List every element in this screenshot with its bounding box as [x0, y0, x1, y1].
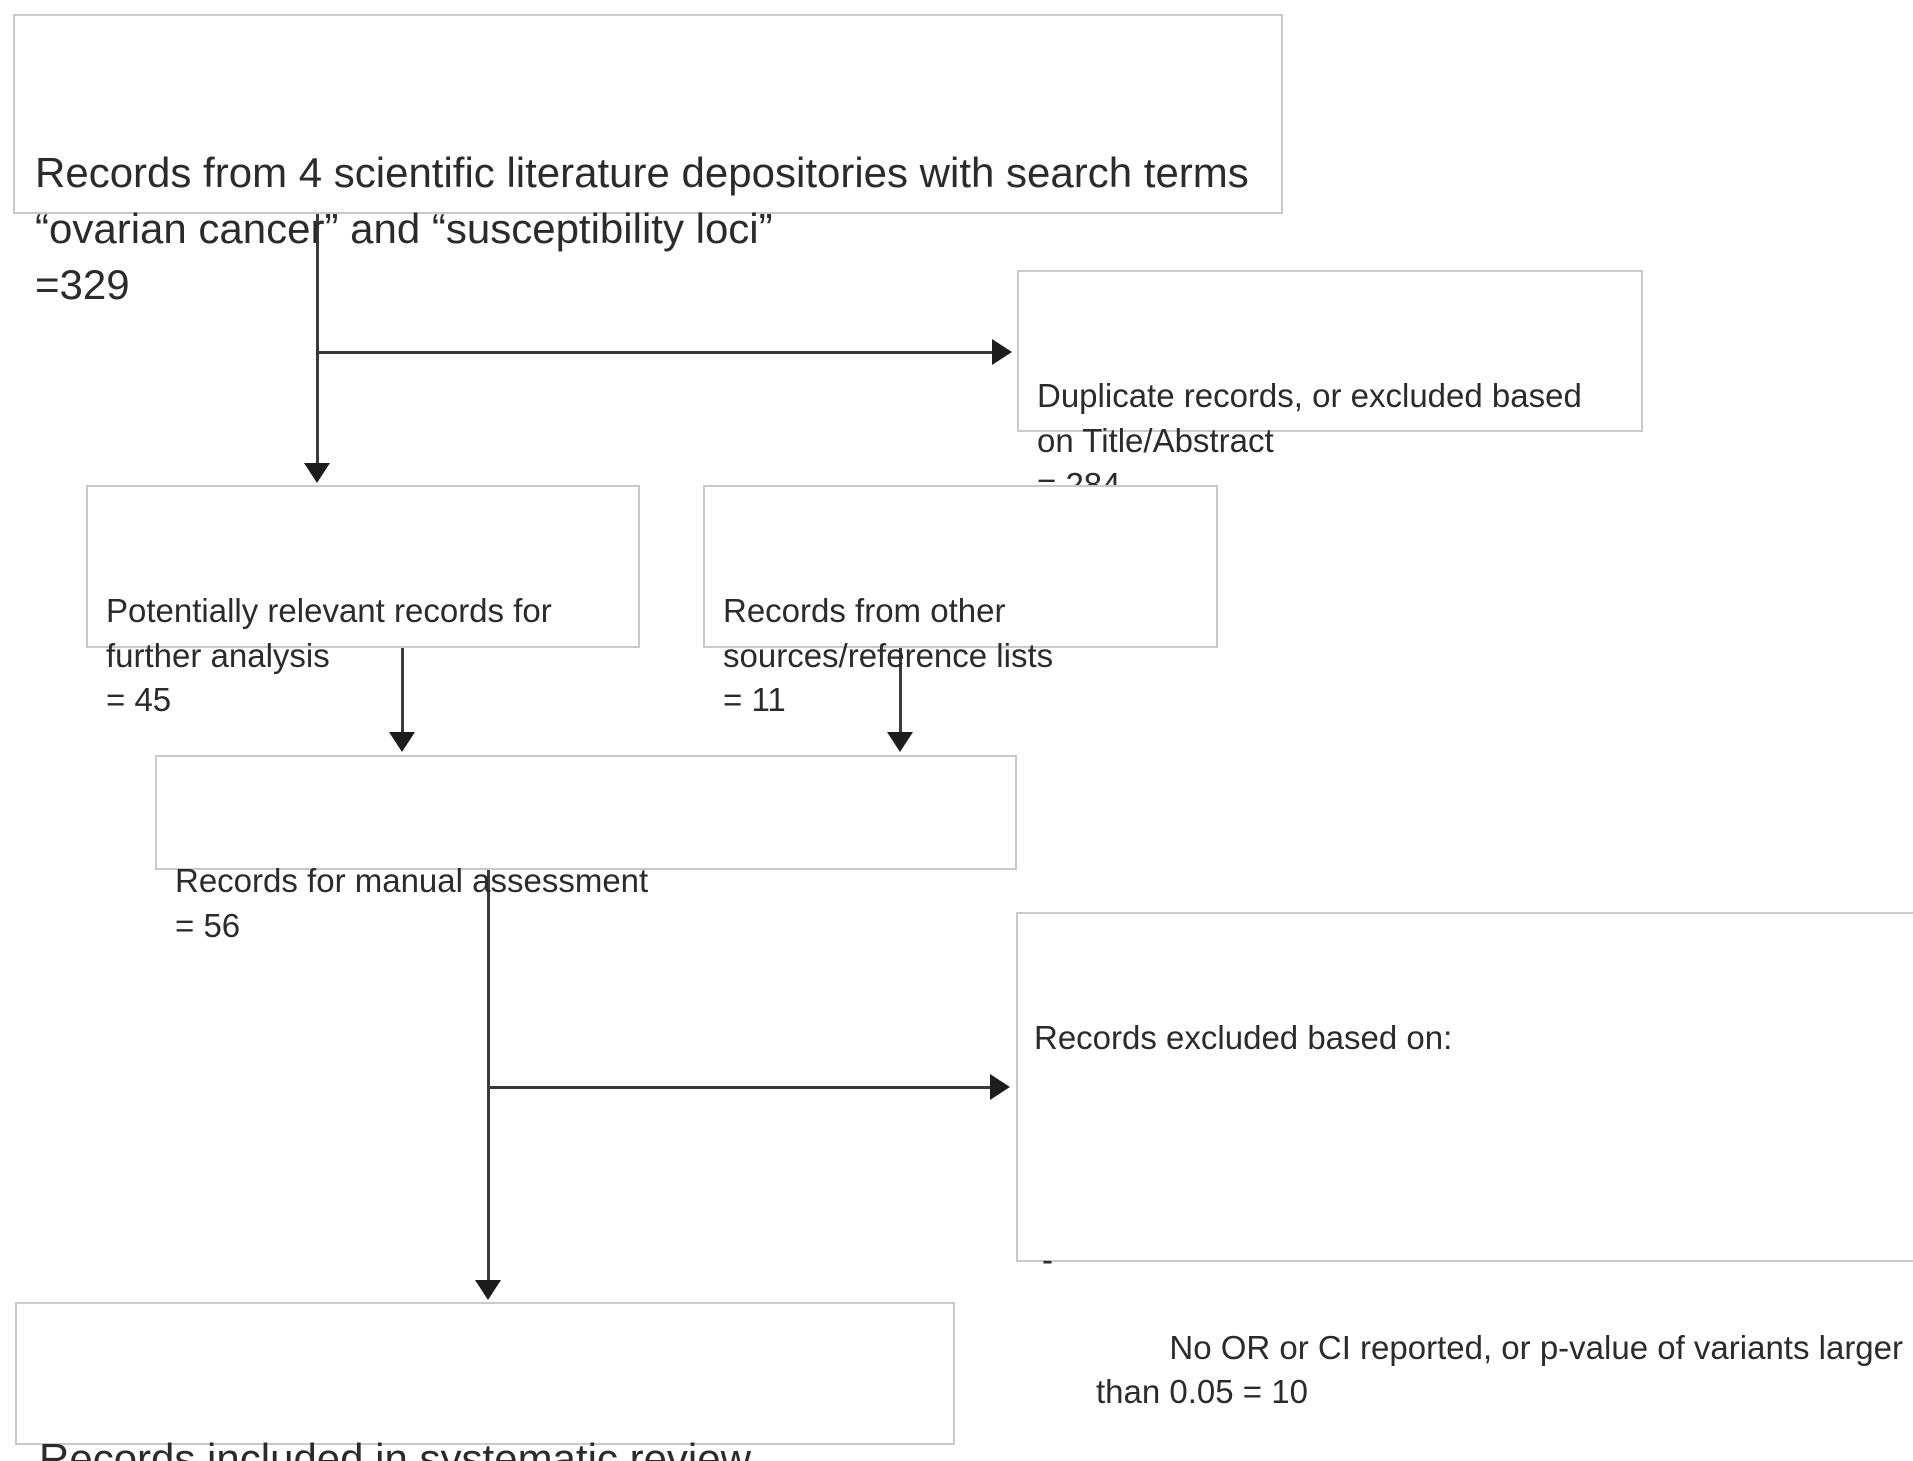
bullet-dash-icon: - — [1042, 1240, 1053, 1278]
arrowhead-down-to-relevant — [304, 463, 330, 483]
arrowhead-down-to-included — [475, 1280, 501, 1300]
node-potentially-relevant-records: Potentially relevant records for further… — [86, 485, 640, 718]
connector-relevant-to-assessment — [401, 648, 404, 734]
node-records-for-manual-assessment: Records for manual assessment = 56 — [155, 755, 1017, 944]
connector-assessment-to-excluded — [487, 1086, 992, 1089]
connector-assessment-to-included — [487, 870, 490, 1282]
connector-identified-to-duplicates — [316, 351, 994, 354]
node-included-review-text: Records included in systematic review = … — [39, 1434, 751, 1461]
node-records-identified-text: Records from 4 scientific literature dep… — [35, 148, 1249, 309]
arrowhead-down-other-to-assessment — [887, 732, 913, 752]
connector-other-sources-to-assessment — [899, 648, 902, 734]
node-potentially-relevant-text: Potentially relevant records for further… — [106, 592, 552, 718]
node-duplicates-excluded: Duplicate records, or excluded based on … — [1017, 270, 1643, 503]
node-other-sources-text: Records from other sources/reference lis… — [723, 592, 1054, 718]
node-records-from-other-sources: Records from other sources/reference lis… — [703, 485, 1218, 718]
node-records-included-in-systematic-review: Records included in systematic review = … — [15, 1302, 955, 1461]
node-records-identified: Records from 4 scientific literature dep… — [13, 14, 1283, 308]
reason-text: No OR or CI reported, or p-value of vari… — [1096, 1328, 1913, 1411]
connector-identified-to-relevant — [316, 214, 319, 465]
node-records-excluded: Records excluded based on: - No OR or CI… — [1016, 912, 1913, 1410]
arrowhead-down-relevant-to-assessment — [389, 732, 415, 752]
node-manual-assessment-text: Records for manual assessment = 56 — [175, 862, 649, 944]
records-excluded-reason-list: - No OR or CI reported, or p-value of va… — [1034, 1149, 1913, 1461]
arrowhead-right-to-duplicates — [992, 339, 1012, 365]
records-excluded-heading: Records excluded based on: — [1034, 1019, 1453, 1057]
list-item: - No OR or CI reported, or p-value of va… — [1034, 1238, 1913, 1459]
node-duplicates-excluded-text: Duplicate records, or excluded based on … — [1037, 377, 1582, 502]
arrowhead-right-to-excluded — [990, 1074, 1010, 1100]
